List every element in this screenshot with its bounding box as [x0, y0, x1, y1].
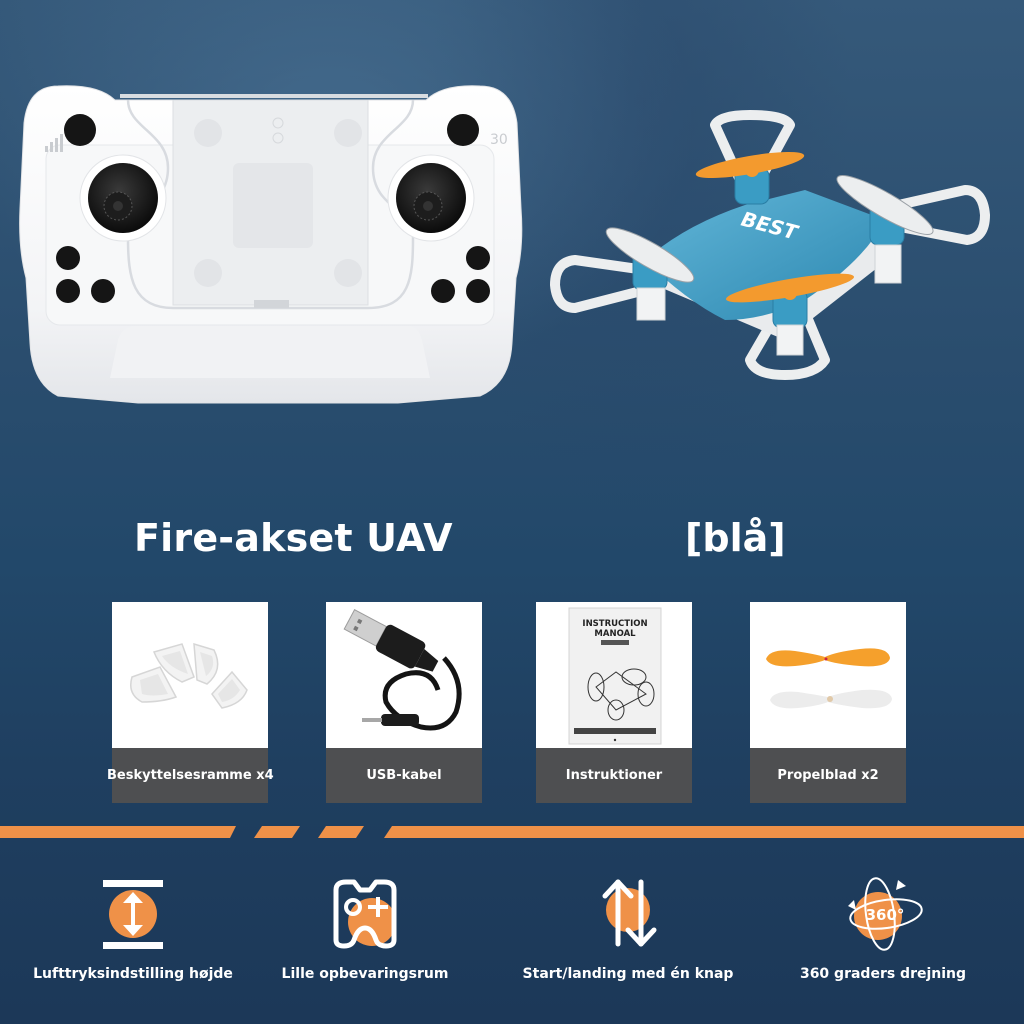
feature-label: 360 graders drejning	[799, 966, 967, 982]
altitude-hold-icon	[88, 870, 178, 954]
accessory-card-guards: Beskyttelsesramme x4	[107, 602, 274, 803]
accessory-label: Propelblad x2	[750, 748, 906, 803]
svg-text:MANOAL: MANOAL	[594, 629, 636, 639]
accessory-card-usb-cable: USB-kabel	[326, 602, 482, 803]
accessory-label: Instruktioner	[536, 748, 692, 803]
svg-text:INSTRUCTION: INSTRUCTION	[582, 619, 647, 629]
accessory-label: Beskyttelsesramme x4	[107, 768, 274, 783]
feature-360-rotation: 360° 360 graders drejning	[768, 870, 998, 982]
drone-image: BEST	[545, 110, 1020, 390]
quadcopter-illustration: BEST	[550, 110, 990, 380]
feature-label: Lufttryksindstilling højde	[33, 966, 233, 982]
controller-illustration: 30	[19, 85, 523, 404]
svg-text:30: 30	[490, 132, 508, 148]
product-color-variant: [blå]	[685, 516, 786, 560]
feature-label: Start/landing med én knap	[522, 966, 734, 982]
feature-storage: Lille opbevaringsrum	[250, 870, 480, 982]
accessory-label: USB-kabel	[326, 748, 482, 803]
propeller-guard-icon	[112, 602, 268, 748]
controller-storage-icon	[320, 870, 410, 954]
feature-label: Lille opbevaringsrum	[281, 966, 449, 982]
label-background	[112, 748, 268, 803]
remote-controller-image: 30	[18, 78, 523, 408]
accessory-card-propellers: Propelblad x2	[750, 602, 906, 803]
accessory-card-instructions: INSTRUCTION MANOAL Instruktioner	[536, 602, 692, 803]
instruction-manual-icon: INSTRUCTION MANOAL	[536, 602, 692, 748]
usb-cable-icon	[326, 602, 482, 748]
up-down-arrows-icon	[583, 870, 673, 954]
svg-text:360°: 360°	[866, 906, 905, 924]
rotate-360-icon: 360°	[838, 870, 928, 954]
orange-divider-stripe	[0, 826, 1024, 838]
product-title: Fire-akset UAV	[134, 516, 453, 560]
feature-altitude-hold: Lufttryksindstilling højde	[18, 870, 248, 982]
feature-one-key-takeoff: Start/landing med én knap	[513, 870, 743, 982]
propeller-blade-icon	[750, 602, 906, 748]
